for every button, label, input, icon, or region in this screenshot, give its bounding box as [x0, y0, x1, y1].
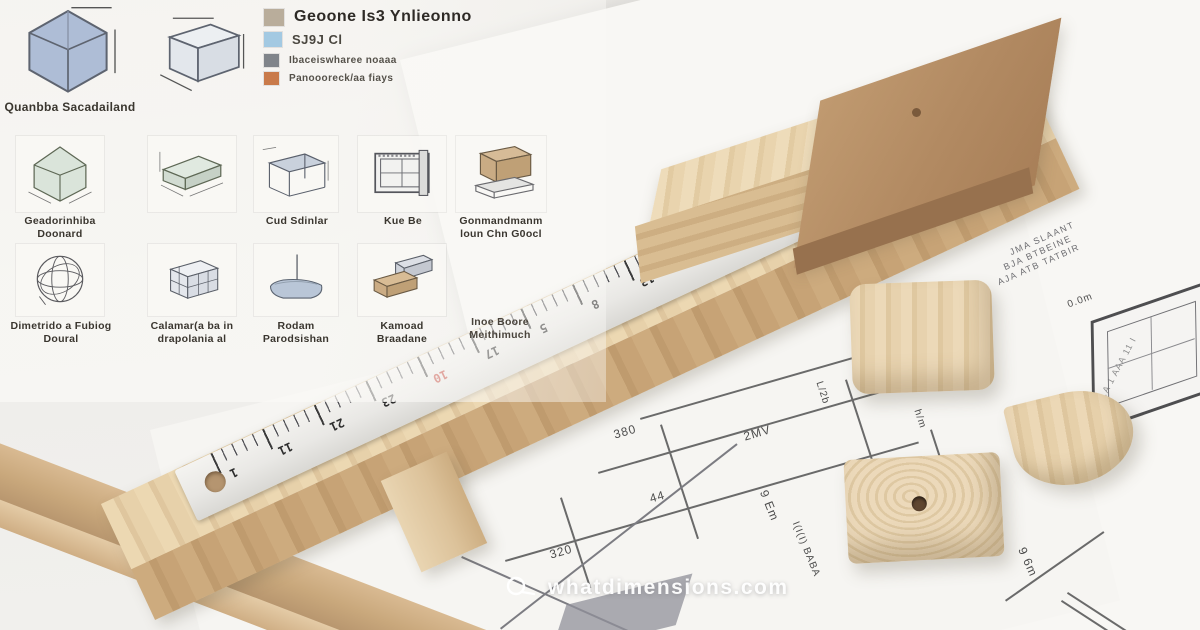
legend-label: Geoone Is3 Ynlieonno: [294, 8, 472, 25]
diagram-tile: [16, 244, 104, 316]
legend-row: Geoone Is3 Ynlieonno: [264, 8, 472, 26]
wood-block-rounded: [849, 279, 995, 395]
diagram-tile: [254, 244, 338, 316]
legend-color-swatch-gray: [264, 54, 279, 67]
diagram-label: Kue Be: [384, 215, 422, 227]
window-frame-icon: [374, 149, 430, 196]
ruler-number: 1: [227, 464, 240, 481]
legend-row: SJ9J Cl: [264, 32, 342, 47]
pallet-box-icon: [473, 145, 536, 199]
diagram-tile: [456, 136, 546, 212]
diagram-label: Dimetrido a Fubiog Doural: [10, 320, 112, 346]
magnifier-icon: [506, 576, 536, 596]
pentagon-prism-icon: [28, 7, 116, 93]
wireframe-box-icon: [160, 17, 245, 92]
rounded-plate-icon: [269, 254, 323, 299]
watermark: whatdimensions.com: [504, 575, 789, 601]
diagram-label: Gonmandmanm loun Chn G0ocl: [459, 215, 543, 241]
wireframe-sphere-icon: [36, 255, 84, 306]
wood-board-hole: [912, 108, 921, 117]
legend-label: SJ9J Cl: [292, 32, 343, 47]
diagram-label: Quanbba Sacadailand: [4, 100, 136, 114]
watermark-text: whatdimensions.com: [548, 576, 789, 599]
diagram-tile: [16, 136, 104, 212]
diagram-tile: [142, 12, 254, 100]
diagram-label: Kamoad Braadane: [376, 320, 428, 346]
diagram-tile: [148, 244, 236, 316]
diagram-tile: [358, 136, 446, 212]
legend-row: Panoooreck/aa fiays: [264, 72, 393, 85]
legend-label: Panoooreck/aa fiays: [289, 73, 394, 84]
wood-block-cube: [843, 451, 1005, 565]
diagram-tile: [254, 136, 338, 212]
diagram-tile: [358, 244, 446, 316]
legend-color-swatch-tan: [264, 8, 284, 26]
wood-block-cube-hole: [911, 495, 928, 512]
table-frame-icon: [262, 147, 329, 197]
ruler-number: 11: [275, 439, 295, 459]
legend-color-swatch-blue: [264, 32, 282, 47]
diagram-overlay-panel: Geoone Is3 Ynlieonno SJ9J Cl Ibaceiswhar…: [0, 0, 606, 402]
diagram-tile: [14, 6, 122, 100]
house-prism-icon: [28, 146, 92, 204]
diagram-label: Cud Sdinlar: [265, 215, 329, 227]
ruler-number: 21: [327, 415, 347, 434]
diagram-label: Geadorinhiba Doonard: [24, 215, 96, 241]
diagram-label: Inoe Boore Meithimuch: [469, 316, 531, 342]
diagram-label: Calamar(a ba in drapolania al: [150, 320, 234, 346]
diagram-tile: [148, 136, 236, 212]
legend-color-swatch-orange: [264, 72, 279, 85]
long-box-icon: [159, 151, 224, 197]
diagram-label: Rodam Parodsishan: [262, 320, 330, 346]
segmented-box-icon: [168, 260, 220, 300]
legend-label: Ibaceiswharee noaaa: [289, 55, 397, 66]
legend-row: Ibaceiswharee noaaa: [264, 54, 397, 67]
twin-bars-icon: [372, 254, 434, 299]
